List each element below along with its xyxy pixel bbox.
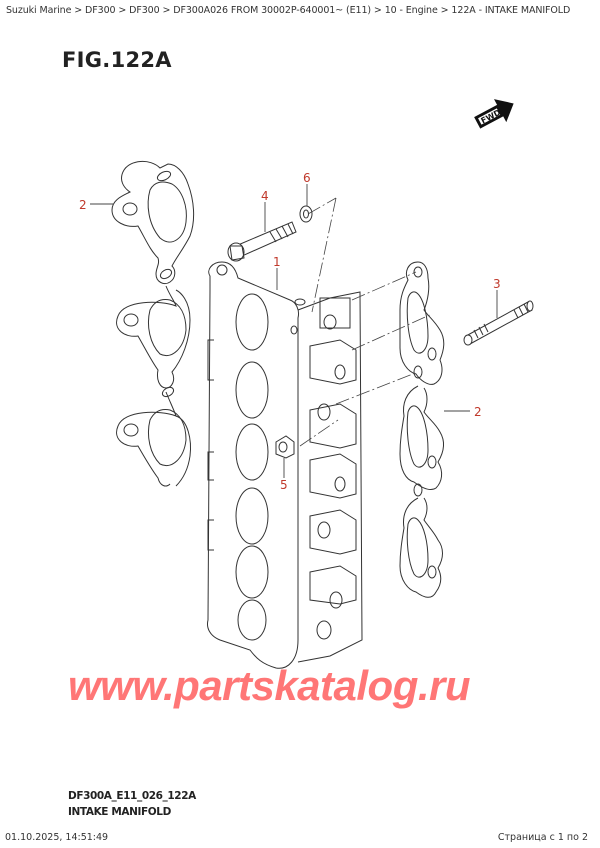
left-gasket	[111, 161, 195, 487]
right-gasket	[399, 261, 445, 598]
callout-2-left[interactable]: 2	[79, 198, 87, 212]
fwd-arrow-icon: FWD	[474, 99, 514, 129]
callout-6[interactable]: 6	[303, 171, 311, 185]
callout-1[interactable]: 1	[273, 255, 281, 269]
breadcrumb: Suzuki Marine > DF300 > DF300 > DF300A02…	[6, 5, 571, 16]
nut	[275, 435, 295, 459]
watermark: www.partskatalog.ru	[68, 662, 471, 709]
washer	[299, 205, 313, 223]
callout-5[interactable]: 5	[280, 478, 288, 492]
figure-code: DF300A_E11_026_122A	[68, 790, 196, 802]
bolt	[227, 221, 297, 262]
footer-page-indicator: Страница с 1 по 2	[497, 832, 588, 843]
callout-2-right[interactable]: 2	[474, 405, 482, 419]
intake-manifold	[207, 261, 363, 669]
stud	[463, 300, 534, 346]
callout-4[interactable]: 4	[261, 189, 269, 203]
callout-3[interactable]: 3	[493, 277, 501, 291]
footer-datetime: 01.10.2025, 14:51:49	[5, 832, 109, 843]
figure-name: INTAKE MANIFOLD	[68, 806, 171, 818]
figure-title: FIG.122A	[62, 48, 172, 72]
